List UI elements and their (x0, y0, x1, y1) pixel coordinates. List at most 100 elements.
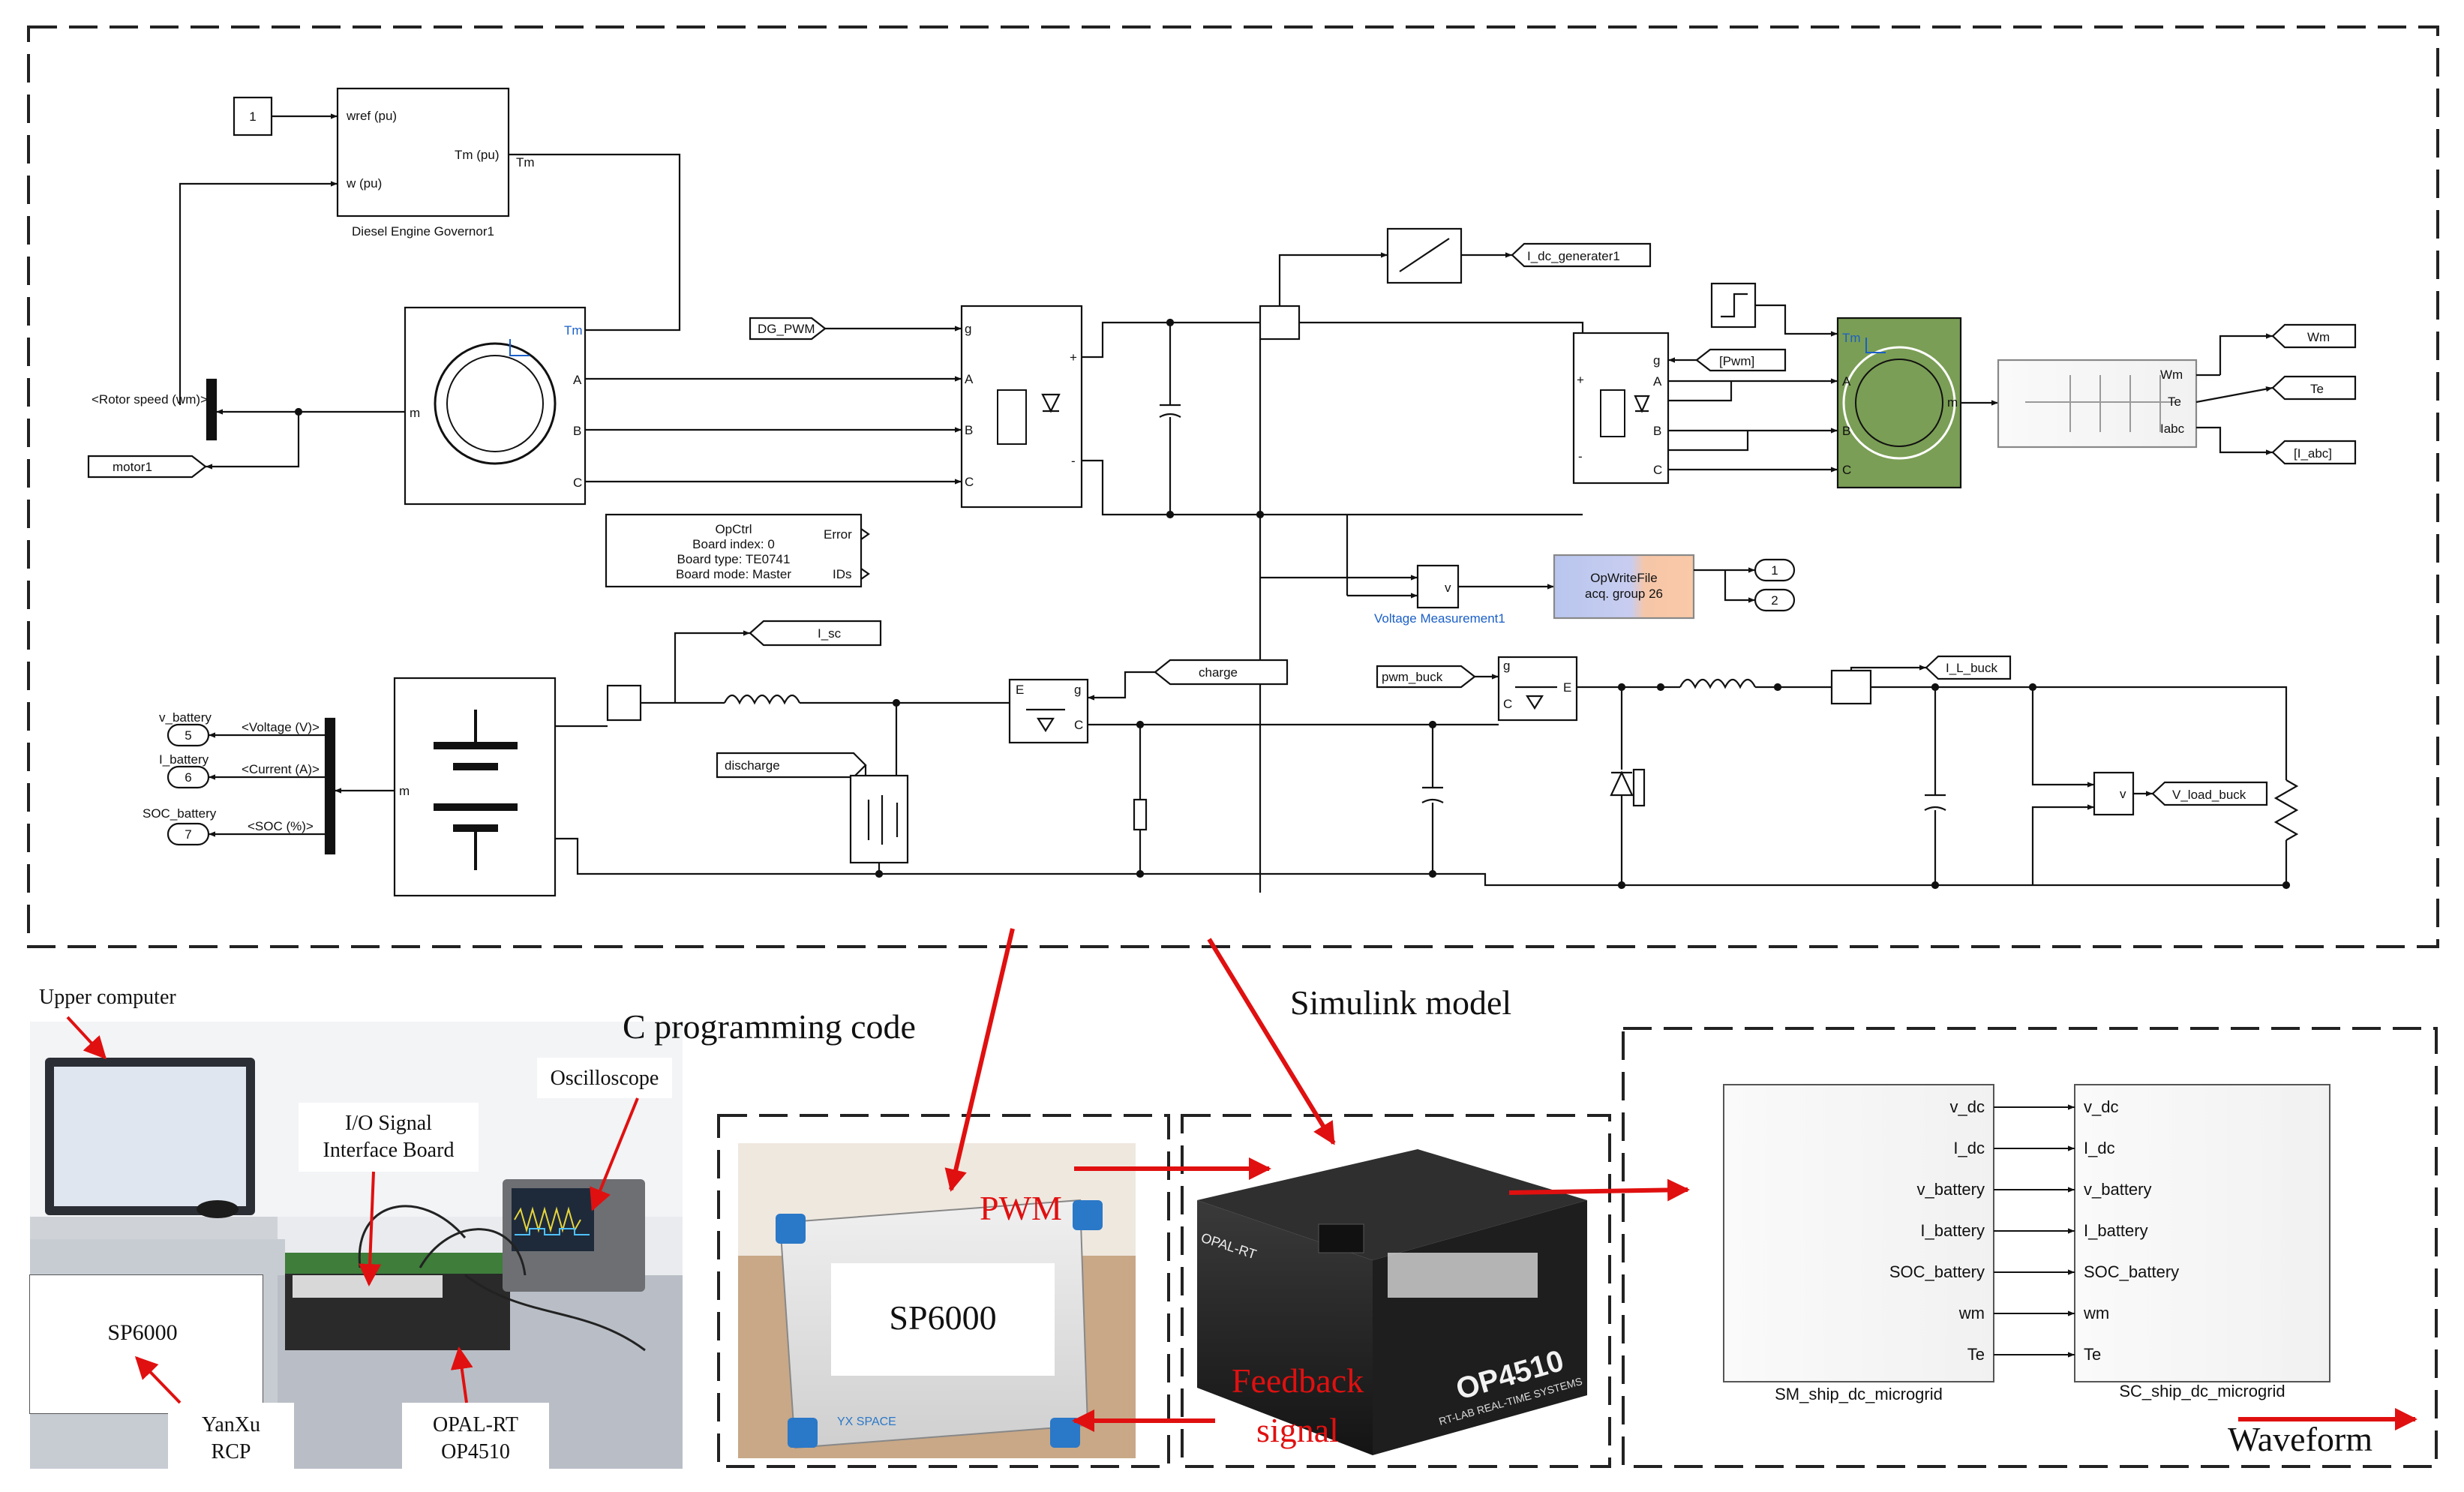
photo-sp6000-label: SP6000 (107, 1320, 177, 1345)
inv-g: g (1653, 353, 1660, 368)
discharge-label: discharge (725, 758, 780, 773)
dg-pwm-tag[interactable] (749, 317, 827, 341)
v-load-buck-tag[interactable] (2151, 781, 2268, 806)
yx-space-logo: YX SPACE (837, 1415, 896, 1428)
opal-photo-l2: OP4510 (441, 1440, 510, 1463)
opctrl-l3: Board type: TE0741 (677, 552, 791, 566)
pwm-label: PWM (980, 1189, 1062, 1227)
sm-block-name: SM_ship_dc_microgrid (1775, 1385, 1943, 1403)
sc-port-4: SOC_battery (2084, 1262, 2179, 1281)
charge-igbt[interactable] (1008, 678, 1089, 744)
pwm-tag[interactable] (1695, 348, 1787, 372)
discharge-tag[interactable] (716, 752, 867, 779)
sc-block-name: SC_ship_dc_microgrid (2119, 1382, 2285, 1400)
constant-block[interactable] (233, 96, 273, 137)
opctrl-block[interactable] (605, 513, 863, 588)
voltage-measurement[interactable] (1416, 564, 1460, 609)
sm-port-6: Te (1967, 1345, 1985, 1364)
discharge-igbt[interactable] (849, 774, 909, 864)
io-board-box (299, 1103, 479, 1172)
wm-tag[interactable] (2271, 323, 2357, 349)
outport-2-num: 2 (1771, 593, 1778, 608)
pwm-buck-label: pwm_buck (1382, 670, 1443, 684)
current-sensor-battery[interactable] (606, 684, 642, 722)
bus-selector-block[interactable] (1997, 359, 2198, 449)
sc-port-0: v_dc (2084, 1097, 2118, 1116)
governor-in2: w (pu) (346, 176, 382, 191)
demux-wm: Wm (2160, 368, 2183, 382)
charge-igbt-g: g (1074, 683, 1081, 697)
upper-computer-box (33, 977, 219, 1016)
voltage-measurement-load[interactable] (2093, 771, 2135, 816)
demux-te: Te (2168, 395, 2181, 409)
diesel-machine-block[interactable] (404, 306, 587, 506)
te-tag[interactable] (2271, 375, 2357, 401)
buck-igbt[interactable] (1497, 656, 1578, 722)
yanxu-l1: YanXu (202, 1413, 260, 1436)
vm-v: v (1445, 581, 1451, 595)
opctrl-l2: Board index: 0 (692, 537, 775, 551)
rect-minus: - (1071, 454, 1076, 468)
sm-block[interactable] (1723, 1084, 1994, 1382)
sc-port-1: I_dc (2084, 1139, 2115, 1157)
inv-c: C (1653, 463, 1662, 477)
v-load-buck-label: V_load_buck (2172, 788, 2246, 802)
simulink-diagram (167, 87, 2357, 897)
rect-b: B (965, 423, 973, 437)
opctrl-l4: Board mode: Master (676, 567, 791, 581)
machine-m: m (410, 406, 420, 420)
i-l-buck-tag[interactable] (1925, 655, 2012, 680)
opal-photo-l1: OPAL-RT (433, 1413, 518, 1436)
sm-port-0: v_dc (1950, 1097, 1985, 1116)
iabc-tag[interactable] (2271, 440, 2357, 465)
outport-1-num: 1 (1771, 563, 1778, 578)
to-sm-arrow (1508, 1178, 1690, 1202)
simulink-text: 1 wref (pu) w (pu) Tm (pu) Tm Diesel Eng… (87, 109, 2332, 842)
io-board-l1: I/O Signal (345, 1112, 432, 1135)
opctrl-l1: OpCtrl (715, 522, 752, 536)
outport-1[interactable] (1754, 558, 1796, 582)
battery-demux (324, 717, 336, 855)
machine-c: C (573, 476, 582, 490)
rotor-demux (206, 378, 218, 441)
pwm-buck-tag[interactable] (1376, 665, 1476, 689)
oscilloscope-box (537, 1058, 672, 1098)
current-sensor-buck[interactable] (1830, 669, 1872, 705)
opwritefile-block[interactable] (1553, 554, 1695, 620)
motor1-tag-label: motor1 (113, 460, 152, 474)
rect-g: g (965, 322, 971, 336)
bat-port-num-0: 5 (185, 728, 191, 743)
outport-6[interactable] (167, 765, 210, 789)
sc-port-3: I_battery (2084, 1221, 2148, 1240)
inv-a: A (1653, 374, 1662, 389)
inv-b: B (1653, 424, 1661, 438)
bat-port-label-0: v_battery (159, 710, 212, 725)
outport-7[interactable] (167, 822, 210, 846)
governor-block[interactable] (336, 87, 510, 218)
current-sensor-dc[interactable] (1259, 305, 1301, 341)
i-dc-generator-tag[interactable] (1511, 242, 1652, 268)
waveform-frame (1622, 1027, 2438, 1468)
sc-port-6: Te (2084, 1345, 2101, 1364)
outport-5[interactable] (167, 723, 210, 747)
sp6000-box (831, 1263, 1055, 1376)
i-sc-tag[interactable] (749, 620, 882, 647)
outport-2[interactable] (1754, 588, 1796, 612)
photo-sp6000-box (30, 1275, 263, 1413)
motor1-tag[interactable] (87, 455, 207, 479)
vm-name: Voltage Measurement1 (1374, 611, 1505, 626)
bat-port-label-1: I_battery (159, 752, 209, 767)
rectifier-block[interactable] (960, 305, 1083, 509)
motor2-tm: Tm (1842, 331, 1861, 345)
charge-igbt-e: E (1016, 683, 1024, 697)
io-board-l2: Interface Board (323, 1139, 455, 1162)
inverter-block[interactable] (1572, 332, 1670, 485)
opal-frame (1181, 1114, 1611, 1468)
governor-name: Diesel Engine Governor1 (352, 224, 494, 239)
machine-tm: Tm (564, 323, 583, 338)
charge-tag[interactable] (1154, 659, 1289, 686)
sc-block[interactable] (2074, 1084, 2330, 1382)
governor-out-signal: Tm (516, 155, 535, 170)
